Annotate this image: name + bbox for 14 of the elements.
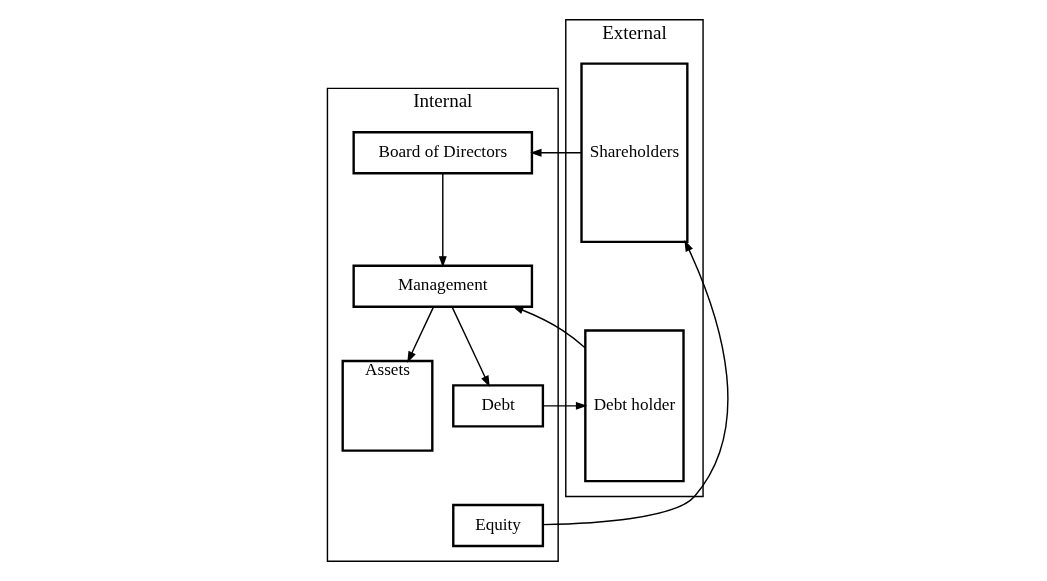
- arrow: [438, 172, 447, 268]
- arrow: [529, 148, 582, 157]
- node-box: Assets: [341, 359, 433, 452]
- arrow: [450, 306, 490, 388]
- node-box: Debt: [451, 384, 544, 428]
- node-box: Equity: [451, 503, 544, 548]
- arrow: [406, 306, 434, 363]
- node-box: Shareholders: [579, 62, 689, 244]
- node-box: Board of Directors: [351, 131, 533, 175]
- arrow: [542, 240, 729, 526]
- arrow: [511, 306, 586, 349]
- arrow: [541, 401, 587, 410]
- node-box: Management: [351, 264, 533, 308]
- node-box: Debt holder: [583, 329, 685, 483]
